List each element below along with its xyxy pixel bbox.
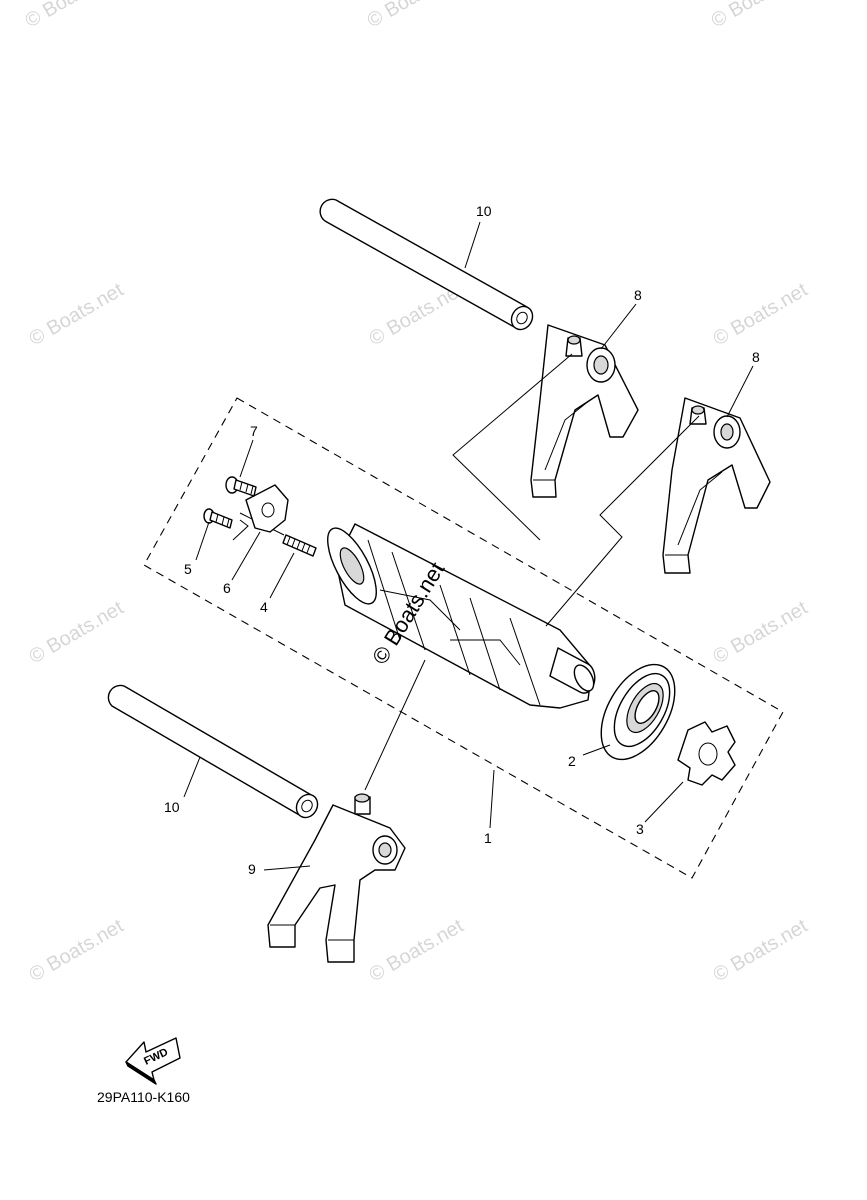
assembly-boundary xyxy=(143,397,784,879)
shift-fork-9 xyxy=(267,793,406,963)
watermark: © Boats.net xyxy=(710,915,812,987)
callout-5: 5 xyxy=(184,561,192,577)
callout-8-left: 8 xyxy=(634,287,642,303)
leader-lines xyxy=(183,221,754,871)
callout-6: 6 xyxy=(223,580,231,596)
shift-fork-shaft-lower xyxy=(107,684,319,819)
shift-fork-shaft-upper xyxy=(319,198,534,331)
shift-drum xyxy=(327,523,596,709)
callout-1: 1 xyxy=(484,830,492,846)
callout-2: 2 xyxy=(568,753,576,769)
callout-labels: 10 8 8 7 5 6 4 2 3 1 10 9 xyxy=(164,203,760,877)
forward-arrow-icon: FWD xyxy=(125,1037,181,1085)
watermark: © Boats.net xyxy=(708,0,810,32)
stopper-plate xyxy=(245,484,289,533)
screw-7 xyxy=(225,476,257,497)
bearing xyxy=(600,663,676,761)
watermark: © Boats.net xyxy=(710,597,812,669)
watermark: © Boats.net xyxy=(710,279,812,351)
callout-7: 7 xyxy=(250,423,258,439)
callout-4: 4 xyxy=(260,599,268,615)
diagram-reference-code: 29PA110-K160 xyxy=(97,1089,190,1105)
callout-8-right: 8 xyxy=(752,349,760,365)
watermark: © Boats.net xyxy=(22,0,124,32)
watermark: © Boats.net xyxy=(364,0,466,32)
callout-10-upper: 10 xyxy=(476,203,492,219)
watermark: © Boats.net xyxy=(26,279,128,351)
watermark: © Boats.net xyxy=(26,915,128,987)
callout-10-lower: 10 xyxy=(164,799,180,815)
watermark: © Boats.net xyxy=(366,915,468,987)
watermark: © Boats.net xyxy=(26,597,128,669)
shift-fork-8-left xyxy=(530,324,639,498)
shift-fork-8-right xyxy=(662,397,771,574)
callout-3: 3 xyxy=(636,821,644,837)
shift-drum-segment xyxy=(677,721,736,786)
callout-9: 9 xyxy=(248,861,256,877)
pin xyxy=(239,512,317,557)
